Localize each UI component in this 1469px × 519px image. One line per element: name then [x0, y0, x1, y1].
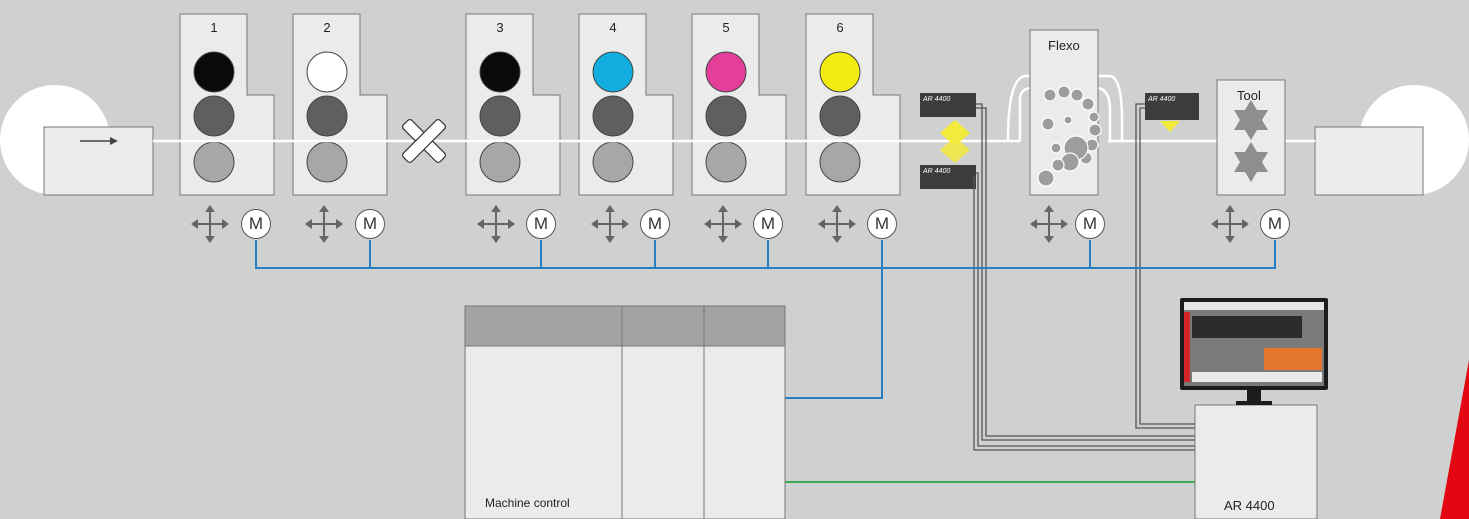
tool-label: Tool: [1237, 88, 1261, 103]
monitor-icon: [1180, 298, 1328, 405]
flexo-unit-panel: [1029, 29, 1099, 196]
flexo-rollers: [1037, 85, 1102, 187]
sensor-label-bottom: AR 4400: [923, 168, 951, 175]
roller-mid-4: [592, 95, 634, 137]
roller-low-2: [306, 141, 348, 183]
direction-arrow-icon: [110, 137, 118, 145]
move-arrows-icon: [591, 205, 629, 243]
unit-number-label: 1: [210, 20, 218, 35]
move-arrows-icon: [305, 205, 343, 243]
roller-top-1: [193, 51, 235, 93]
move-arrows-icon: [704, 205, 742, 243]
roller-top-5: [705, 51, 747, 93]
roller-low-5: [705, 141, 747, 183]
unit-number-label: 5: [722, 20, 730, 35]
motor-icon: M: [753, 209, 783, 239]
motor-icon: M: [867, 209, 897, 239]
roller-top-4: [592, 51, 634, 93]
motor-icon: M: [355, 209, 385, 239]
tool-star-icon: [1234, 100, 1268, 140]
roller-mid-3: [479, 95, 521, 137]
unit-number-label: 2: [323, 20, 331, 35]
roller-low-3: [479, 141, 521, 183]
sensor-light-1: [940, 120, 970, 146]
brand-accent-stripe: [1440, 360, 1469, 519]
machine-control-cabinet: [464, 305, 786, 519]
machine-control-label: Machine control: [485, 496, 570, 510]
move-arrows-icon: [191, 205, 229, 243]
sensor-label-top: AR 4400: [923, 96, 951, 103]
splice-cross-icon: [402, 119, 446, 163]
motor-icon: M: [1260, 209, 1290, 239]
roller-mid-2: [306, 95, 348, 137]
motor-icon: M: [241, 209, 271, 239]
flexo-label: Flexo: [1048, 38, 1080, 53]
move-arrows-icon: [818, 205, 856, 243]
unit-number-label: 4: [609, 20, 617, 35]
unwind-box: [43, 126, 154, 196]
sensor-box-right: [1145, 93, 1199, 120]
roller-top-6: [819, 51, 861, 93]
roller-low-1: [193, 141, 235, 183]
roller-top-3: [479, 51, 521, 93]
rewind-box: [1314, 126, 1424, 196]
motor-icon: M: [1075, 209, 1105, 239]
sensor-box-top: [920, 93, 976, 117]
move-arrows-icon: [1211, 205, 1249, 243]
roller-top-2: [306, 51, 348, 93]
roller-low-4: [592, 141, 634, 183]
roller-low-6: [819, 141, 861, 183]
move-arrows-icon: [1030, 205, 1068, 243]
unit-number-label: 6: [836, 20, 844, 35]
roller-mid-1: [193, 95, 235, 137]
ar4400-cabinet: [1194, 404, 1318, 519]
motor-icon: M: [640, 209, 670, 239]
ar4400-label: AR 4400: [1224, 498, 1275, 513]
sensor-light-2: [940, 137, 970, 163]
sensor-cables: [973, 103, 1195, 451]
bus-line: [255, 240, 1276, 399]
motor-icon: M: [526, 209, 556, 239]
roller-mid-5: [705, 95, 747, 137]
sensor-light-3: [1160, 121, 1180, 132]
tool-star-icon-2: [1234, 142, 1268, 182]
move-arrows-icon: [477, 205, 515, 243]
roller-mid-6: [819, 95, 861, 137]
unit-number-label: 3: [496, 20, 504, 35]
sensor-box-bottom: [920, 165, 976, 189]
sensor-label-right: AR 4400: [1148, 96, 1176, 103]
